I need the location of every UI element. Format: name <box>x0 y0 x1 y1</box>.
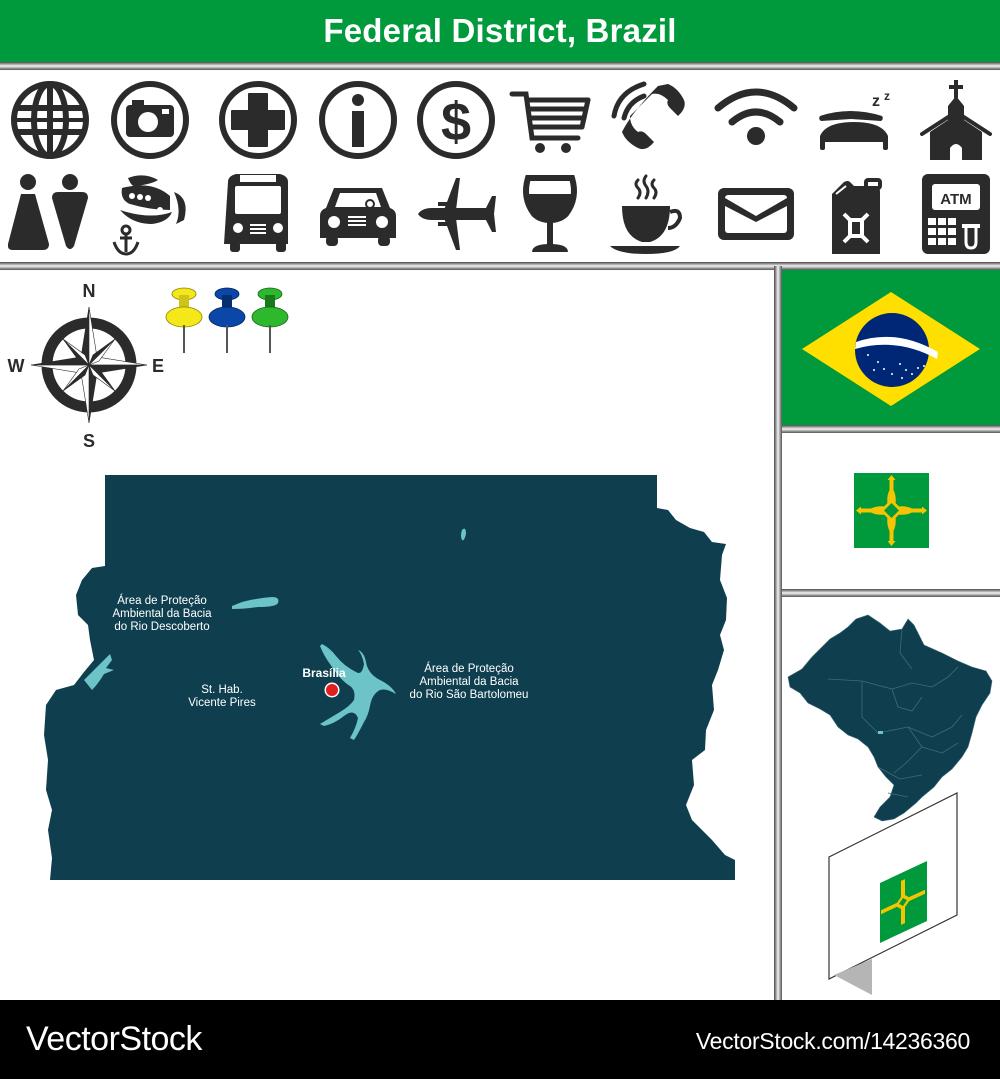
envelope-icon <box>714 172 798 256</box>
svg-text:$: $ <box>441 92 471 152</box>
divider-side-1 <box>782 425 1000 433</box>
coffee-cup-icon <box>608 172 692 256</box>
fuel-canister-icon <box>814 172 898 256</box>
airplane-icon <box>414 172 498 256</box>
phone-icon <box>608 78 692 162</box>
pin-blue-icon <box>208 287 246 353</box>
globe-icon <box>8 78 92 162</box>
bus-icon <box>216 172 300 256</box>
df-flag <box>854 473 929 548</box>
df-flag-waving <box>828 792 958 995</box>
federal-district-map: Área de Proteção Ambiental da Bacia do R… <box>0 460 770 900</box>
water-bodies <box>84 528 466 740</box>
compass-rose: N S W E <box>0 275 180 451</box>
watermark-footer: VectorStock VectorStock.com/14236360 <box>0 1000 1000 1079</box>
shopping-cart-icon <box>508 78 592 162</box>
title-banner: Federal District, Brazil <box>0 0 1000 62</box>
label-sao-bartolomeu: Área de Proteção Ambiental da Bacia do R… <box>409 663 529 701</box>
cruise-ship-anchor-icon <box>108 172 192 256</box>
label-brasilia: Brasília <box>302 666 346 680</box>
divider-vertical <box>774 266 782 1000</box>
wine-glass-icon <box>508 172 592 256</box>
wifi-icon <box>714 78 798 162</box>
compass-south: S <box>83 431 95 450</box>
compass-north: N <box>83 281 96 301</box>
label-descoberto: Área de Proteção Ambiental da Bacia do R… <box>112 595 212 633</box>
divider-side-2 <box>782 589 1000 597</box>
atm-icon: ATM <box>914 172 998 256</box>
df-flag-panel <box>782 433 1000 585</box>
car-icon <box>316 172 400 256</box>
footer-reference: VectorStock.com/14236360 <box>695 1028 970 1054</box>
label-vicente-pires: St. Hab. Vicente Pires <box>188 684 256 709</box>
pin-yellow-icon <box>165 287 203 353</box>
capital-marker <box>326 684 338 696</box>
divider-middle <box>0 262 1000 270</box>
footer-brand: VectorStock <box>26 1020 202 1058</box>
church-icon <box>914 78 998 162</box>
brazil-mini-map-panel <box>782 597 1000 1000</box>
medical-cross-icon <box>216 78 300 162</box>
svg-text:ATM: ATM <box>940 191 971 208</box>
divider-top <box>0 62 1000 70</box>
camera-icon <box>108 78 192 162</box>
federal-district-region <box>44 475 735 880</box>
svg-text:z: z <box>872 93 880 110</box>
svg-text:z: z <box>884 89 890 103</box>
brazil-mini-map <box>787 614 993 822</box>
push-pins <box>160 285 300 365</box>
info-icon <box>316 78 400 162</box>
compass-east: E <box>152 356 164 376</box>
dollar-icon: $ <box>414 78 498 162</box>
restroom-icon <box>7 172 92 256</box>
page-title: Federal District, Brazil <box>323 12 677 49</box>
compass-west: W <box>8 356 25 376</box>
brazil-flag <box>782 270 1000 425</box>
pin-green-icon <box>251 287 289 353</box>
